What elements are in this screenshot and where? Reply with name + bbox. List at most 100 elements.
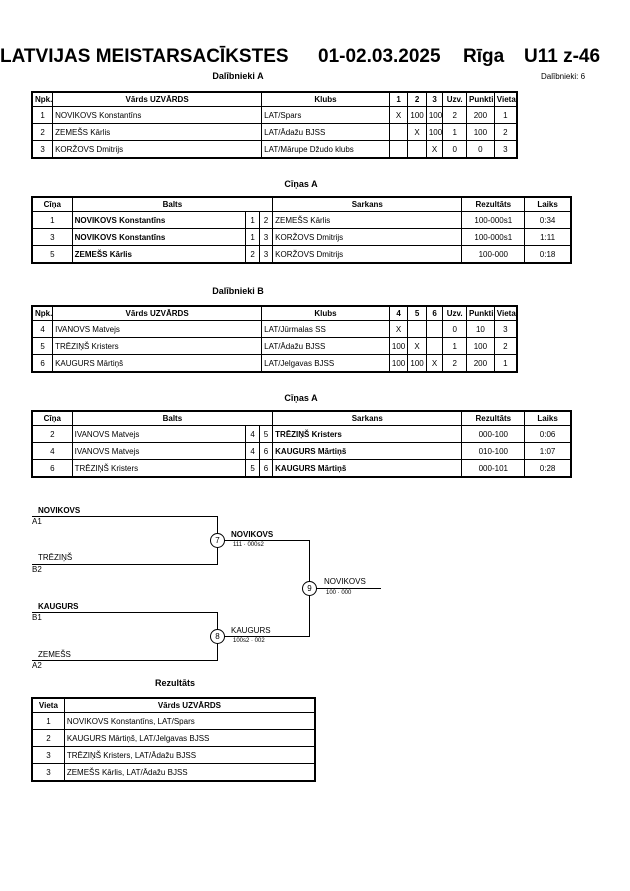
pool-a-header-cell: Npk. [31,91,54,107]
fights-a-cell: 1 [245,228,260,246]
pool-a-cell: 100 [466,123,495,141]
pool-a-cell: 3 [493,140,518,159]
pool-b-header-cell: Klubs [261,305,390,321]
pool-a-cell: 100 [407,106,427,124]
fights-a-cell: NOVIKOVS Konstantīns [71,211,247,229]
fights-b-cell: IVANOVS Matvejs [71,425,247,443]
pool-a-cell: 2 [493,123,518,141]
fights-a-cell: ZEMEŠS Kārlis [272,211,463,229]
title-text: LATVIJAS MEISTARSACĪKSTES [0,46,289,67]
final-score: 100 · 000 [326,590,352,596]
results-cell: 2 [31,729,65,747]
sf2-score: 100s2 · 002 [233,638,265,644]
fights-a-cell: 3 [258,245,274,264]
pool-b-cell: 1 [493,354,518,373]
fights-a-cell: 3 [31,228,73,246]
fights-a-cell: KORŽOVS Dmitrijs [272,228,463,246]
pool-a-cell: LAT/Spars [261,106,390,124]
fights-b-cell: 000-100 [461,425,526,443]
final-winner-name: NOVIKOVS [324,577,366,586]
pool-a-title: Dalībnieki A [212,71,264,81]
fights-a-cell: ZEMEŠS Kārlis [71,245,247,264]
pool-b-cell: TRĒZIŅŠ Kristers [52,337,263,355]
pool-b-header-cell: 6 [425,305,444,321]
pool-a-cell: X [388,106,409,124]
sf2-winner-line [217,636,310,637]
final-winner-line [309,588,381,589]
fights-a-cell: KORŽOVS Dmitrijs [272,245,463,264]
pool-b-cell: 10 [466,320,495,338]
sf2-bottom-seed: A2 [32,661,42,670]
fights-b-cell: 4 [245,442,260,460]
fights-a-cell: 5 [31,245,73,264]
results-title: Rezultāts [154,678,195,688]
pool-a-cell: 1 [442,123,467,141]
fights-b-cell: TRĒZIŅŠ Kristers [71,459,247,478]
pool-b-header-cell: Vārds UZVĀRDS [52,305,263,321]
fights-b-header-cell: Rezultāts [461,410,526,426]
sf2-bottom-line [32,660,218,661]
pool-b-header-cell: 5 [407,305,427,321]
sf2-top-name: KAUGURS [38,602,79,611]
fights-a-title: Cīņas A [284,179,318,189]
sf2-winner-name: KAUGURS [231,626,271,635]
results-header-cell: Vārds UZVĀRDS [63,697,316,713]
pool-b-header-cell: Uzv. [442,305,467,321]
pool-a-header-cell: 1 [388,91,409,107]
fights-b-title: Cīņas A [284,393,318,403]
pool-b-cell: 2 [442,354,467,373]
fights-b-cell: 000-101 [461,459,526,478]
pool-a-cell: 3 [31,140,54,159]
pool-b-cell: 1 [442,337,467,355]
sf2-top-seed: B1 [32,613,42,622]
sf2-top-line [32,612,218,613]
fights-b-cell: KAUGURS Mārtiņš [272,442,463,460]
pool-b-cell: 200 [466,354,495,373]
pool-a-cell: 1 [493,106,518,124]
pool-b-cell [407,320,427,338]
pool-a-cell: 100 [425,123,444,141]
sf2-fight-number: 8 [210,629,225,644]
pool-b-cell: 2 [493,337,518,355]
pool-b-cell: X [425,354,444,373]
sf1-winner-line [217,540,310,541]
sf1-score: 111 · 000s2 [233,542,264,548]
sf2-bottom-name: ZEMEŠS [38,650,71,659]
fights-a-header-cell: Rezultāts [461,196,526,212]
fights-a-cell: 0:18 [524,245,572,264]
fights-a-cell: 2 [245,245,260,264]
pool-b-cell: X [388,320,409,338]
fights-a-cell: 100-000s1 [461,211,526,229]
pool-a-header-cell: 2 [407,91,427,107]
pool-a-header-cell: Klubs [261,91,390,107]
pool-b-cell: 0 [442,320,467,338]
pool-a-cell: X [425,140,444,159]
results-cell: TRĒZIŅŠ Kristers, LAT/Ādažu BJSS [63,746,316,764]
pool-a-cell: 0 [442,140,467,159]
sf1-fight-number: 7 [210,533,225,548]
sf1-bottom-line [32,564,218,565]
pool-b-header-cell: Vieta [493,305,518,321]
fights-b-cell: 0:28 [524,459,572,478]
fights-b-header-cell: Balts [71,410,274,426]
pool-b-header-cell: Punkti [466,305,495,321]
final-fight-number: 9 [302,581,317,596]
fights-b-cell: 0:06 [524,425,572,443]
pool-b-cell [425,337,444,355]
pool-a-cell: KORŽOVS Dmitrijs [52,140,263,159]
